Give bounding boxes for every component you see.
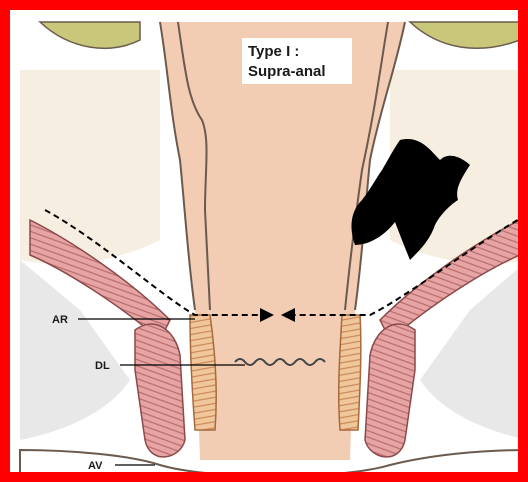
right-internal-sphincter	[339, 315, 361, 430]
anorectal-diagram: Type I : Supra-anal AR DL AV	[10, 10, 528, 482]
title-line-1: Type I :	[248, 43, 299, 60]
label-av: AV	[88, 460, 103, 472]
title-line-2: Supra-anal	[248, 63, 326, 80]
label-ar: AR	[52, 314, 68, 326]
label-dl: DL	[95, 360, 110, 372]
left-internal-sphincter	[190, 315, 216, 430]
